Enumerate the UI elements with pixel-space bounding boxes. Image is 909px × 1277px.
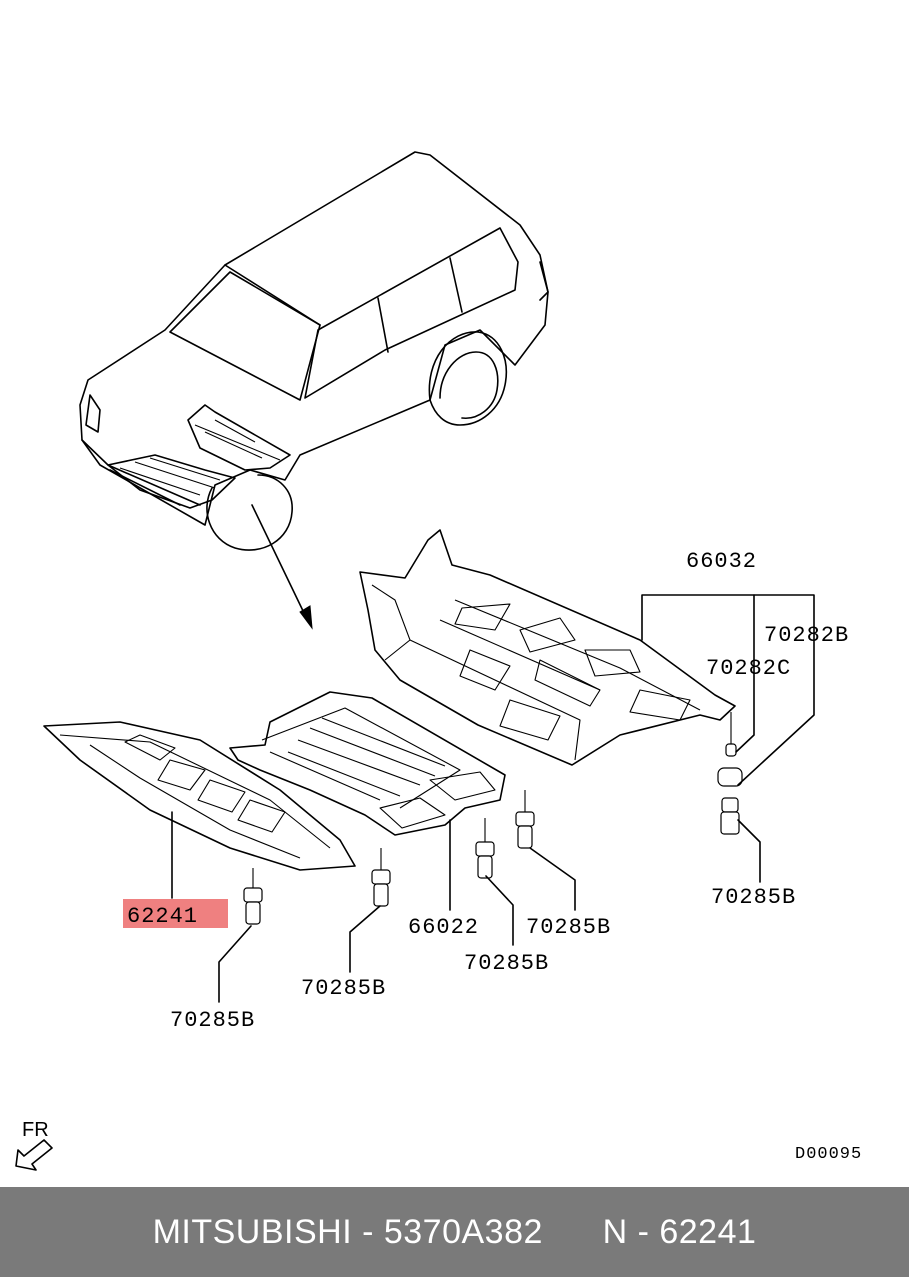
shield-62241: [43, 721, 356, 871]
callout-66032: 66032: [686, 549, 757, 574]
drawing-reference: D00095: [795, 1145, 862, 1164]
shield-66022: [229, 691, 506, 836]
parts-diagram: 66032 70282B 70282C 70285B 62241 66022 7…: [15, 151, 862, 1171]
callout-70285b-mid2: 70285B: [464, 951, 549, 976]
fr-arrow-icon: [15, 1139, 53, 1171]
callout-62241: 62241: [127, 904, 198, 929]
shield-66032: [359, 529, 736, 766]
callout-highlight: [123, 899, 228, 928]
leader-lines: [171, 594, 815, 1003]
vehicle-illustration: [79, 151, 549, 630]
callout-66022: 66022: [408, 915, 479, 940]
front-direction-marker: FR: [15, 1119, 53, 1171]
callout-70282b: 70282B: [764, 623, 849, 648]
callout-70285b-left: 70285B: [170, 1008, 255, 1033]
fastener-group: [243, 712, 743, 925]
footer-part-text: MITSUBISHI - 5370A382 N - 62241: [152, 1212, 757, 1251]
callout-70285b-center: 70285B: [301, 976, 386, 1001]
callout-70285b-mid1: 70285B: [526, 915, 611, 940]
fr-label: FR: [22, 1119, 49, 1141]
footer-bar: MITSUBISHI - 5370A382 N - 62241: [0, 1187, 909, 1277]
callout-70285b-right: 70285B: [711, 885, 796, 910]
callout-70282c: 70282C: [706, 656, 791, 681]
